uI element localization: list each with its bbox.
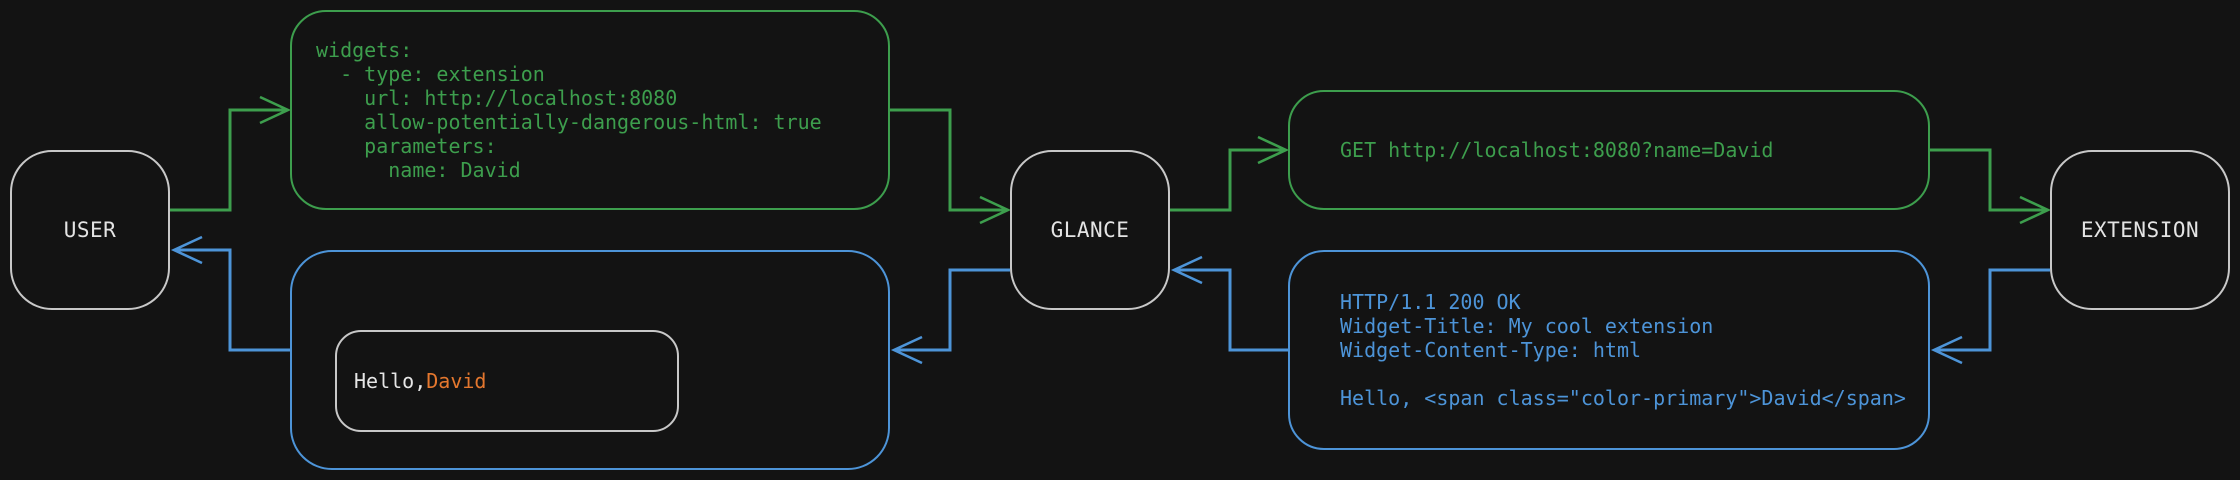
node-user: USER <box>10 150 170 310</box>
node-user-label: USER <box>63 218 117 242</box>
arrow-glance-to-widget <box>890 268 1010 365</box>
node-glance-label: GLANCE <box>1050 218 1130 242</box>
node-extension: EXTENSION <box>2050 150 2230 310</box>
arrowhead-right-icon <box>1257 135 1290 165</box>
config-yaml-box: widgets: - type: extension url: http://l… <box>290 10 890 210</box>
http-response-box: HTTP/1.1 200 OK Widget-Title: My cool ex… <box>1288 250 1930 450</box>
arrow-extension-to-response <box>1930 268 2050 365</box>
arrow-glance-to-request <box>1170 135 1290 212</box>
arrowhead-left-icon <box>170 235 203 265</box>
arrowhead-right-icon <box>259 95 292 125</box>
arrowhead-left-icon <box>1170 255 1203 285</box>
arrow-response-to-glance <box>1170 255 1288 352</box>
http-request-code: GET http://localhost:8080?name=David <box>1340 138 1774 162</box>
arrow-user-to-config <box>170 95 292 212</box>
arrowhead-left-icon <box>890 335 923 365</box>
arrow-request-to-extension <box>1930 148 2052 225</box>
greeting-prefix: Hello, <box>354 369 427 393</box>
node-extension-label: EXTENSION <box>2080 218 2200 242</box>
arrowhead-right-icon <box>979 195 1012 225</box>
config-yaml-code: widgets: - type: extension url: http://l… <box>316 38 822 182</box>
widget-preview-box: MY COOL EXTENSION Hello, David <box>290 250 890 470</box>
arrow-config-to-glance <box>890 108 1012 225</box>
widget-preview-card: Hello, David <box>335 330 679 432</box>
arrowhead-right-icon <box>2019 195 2052 225</box>
node-glance: GLANCE <box>1010 150 1170 310</box>
greeting-name: David <box>426 369 487 393</box>
arrow-widget-to-user <box>170 235 290 352</box>
arrowhead-left-icon <box>1930 335 1963 365</box>
http-request-box: GET http://localhost:8080?name=David <box>1288 90 1930 210</box>
http-response-code: HTTP/1.1 200 OK Widget-Title: My cool ex… <box>1340 290 1906 410</box>
